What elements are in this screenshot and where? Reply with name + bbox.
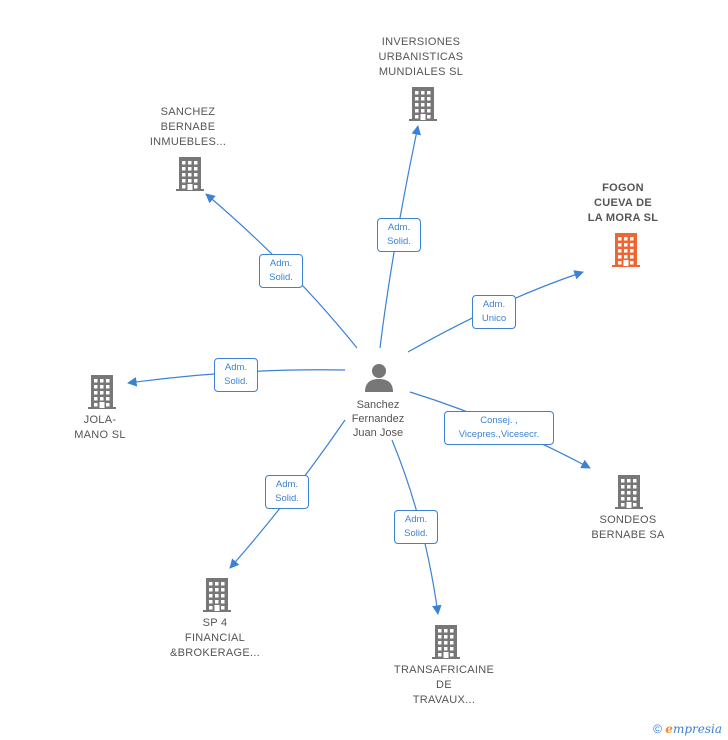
relation-label[interactable]: Adm. Solid.	[377, 218, 421, 252]
footer-brand: © empresia	[653, 722, 722, 736]
copyright-symbol: ©	[653, 722, 662, 736]
relation-label-line: Adm.	[482, 299, 506, 310]
company-name-line: BERNABE SA	[591, 529, 665, 541]
company-name-line: LA MORA SL	[587, 212, 659, 224]
relation-label[interactable]: Adm. Unico	[472, 295, 516, 329]
company-name-inversiones[interactable]: INVERSIONES URBANISTICAS MUNDIALES SL	[351, 35, 491, 80]
person-icon[interactable]	[360, 358, 400, 398]
company-name-line: MUNDIALES SL	[378, 66, 464, 78]
company-name-line: INVERSIONES	[381, 36, 461, 48]
company-name-line: BERNABE	[160, 121, 216, 133]
company-name-sp4[interactable]: SP 4 FINANCIAL &BROKERAGE...	[145, 616, 285, 661]
relation-label-line: Solid.	[269, 272, 293, 283]
company-name-line: &BROKERAGE...	[169, 647, 261, 659]
building-icon[interactable]	[82, 372, 122, 412]
company-name-line: URBANISTICAS	[378, 51, 464, 63]
building-icon[interactable]	[197, 575, 237, 615]
relation-label-line: Solid.	[387, 236, 411, 247]
relation-label-line: Unico	[481, 313, 507, 324]
relation-label-line: Adm.	[387, 222, 411, 233]
company-name-line: SP 4	[202, 617, 228, 629]
building-icon[interactable]	[170, 154, 210, 194]
relation-label[interactable]: Adm. Solid.	[394, 510, 438, 544]
center-person-name[interactable]: Sanchez Fernandez Juan Jose	[318, 398, 438, 440]
relation-label-line: Solid.	[224, 376, 248, 387]
center-name-line: Fernandez	[351, 413, 405, 425]
relation-label-line: Consej. ,	[480, 415, 518, 426]
company-name-jola[interactable]: JOLA- MANO SL	[30, 413, 170, 443]
building-icon[interactable]	[609, 472, 649, 512]
brand-logo-initial: e	[665, 722, 673, 736]
building-icon[interactable]	[403, 84, 443, 124]
company-name-line: INMUEBLES...	[149, 136, 227, 148]
company-name-line: JOLA-	[83, 414, 117, 426]
company-name-line: SANCHEZ	[160, 106, 216, 118]
building-icon-highlighted[interactable]	[606, 230, 646, 270]
relation-label-line: Adm.	[404, 514, 428, 525]
relation-label-line: Solid.	[275, 493, 299, 504]
company-name-line: SONDEOS	[599, 514, 657, 526]
brand-logo-rest: mpresia	[672, 722, 722, 736]
center-name-line: Juan Jose	[352, 427, 404, 439]
company-name-line: FINANCIAL	[184, 632, 246, 644]
company-name-line: FOGON	[602, 182, 644, 194]
center-name-line: Sanchez	[356, 399, 400, 411]
relation-label-line: Adm.	[269, 258, 293, 269]
company-name-sanchez-bernabe[interactable]: SANCHEZ BERNABE INMUEBLES...	[118, 105, 258, 150]
relation-label[interactable]: Adm. Solid.	[265, 475, 309, 509]
relation-label-line: Vicepres.,Vicesecr.	[458, 429, 540, 440]
relation-label-line: Adm.	[275, 479, 299, 490]
relation-label-line: Solid.	[404, 528, 428, 539]
company-name-line: MANO SL	[74, 429, 126, 441]
company-name-sondeos[interactable]: SONDEOS BERNABE SA	[558, 513, 698, 543]
company-name-line: TRANSAFRICAINE	[393, 664, 495, 676]
relation-label[interactable]: Consej. , Vicepres.,Vicesecr.	[444, 411, 554, 445]
company-name-transafricaine[interactable]: TRANSAFRICAINE DE TRAVAUX...	[374, 663, 514, 708]
company-name-line: CUEVA DE	[593, 197, 653, 209]
relation-label[interactable]: Adm. Solid.	[214, 358, 258, 392]
company-name-fogon[interactable]: FOGON CUEVA DE LA MORA SL	[553, 181, 693, 226]
company-name-line: TRAVAUX...	[412, 694, 476, 706]
relation-label-line: Adm.	[224, 362, 248, 373]
company-name-line: DE	[436, 679, 452, 691]
building-icon[interactable]	[426, 622, 466, 662]
relation-label[interactable]: Adm. Solid.	[259, 254, 303, 288]
